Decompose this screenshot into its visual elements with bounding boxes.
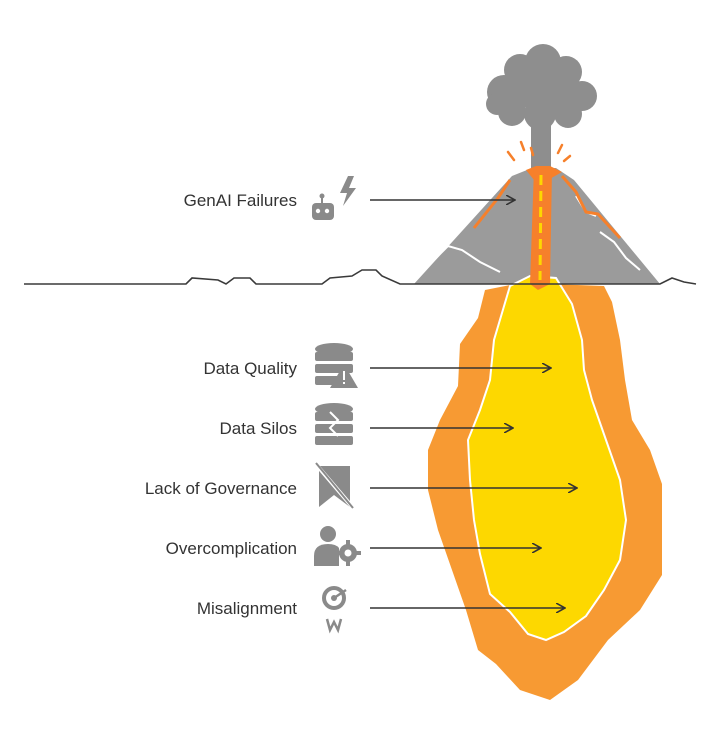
cause-label-lack-of-governance: Lack of Governance (145, 479, 297, 498)
smoke-cloud (486, 44, 597, 170)
bookmark-off-icon (314, 462, 355, 510)
database-warning-icon (315, 343, 358, 388)
genai-failures-item: GenAI Failures (184, 176, 514, 220)
cause-label-data-silos: Data Silos (220, 419, 297, 438)
cause-label-overcomplication: Overcomplication (166, 539, 297, 558)
cause-label-misalignment: Misalignment (197, 599, 297, 618)
target-broken-icon (324, 588, 346, 630)
database-sync-icon (315, 403, 353, 445)
robot-lightning-icon (312, 176, 356, 220)
person-gear-icon (314, 526, 361, 566)
cause-label-data-quality: Data Quality (203, 359, 297, 378)
genai-failures-label: GenAI Failures (184, 191, 297, 210)
